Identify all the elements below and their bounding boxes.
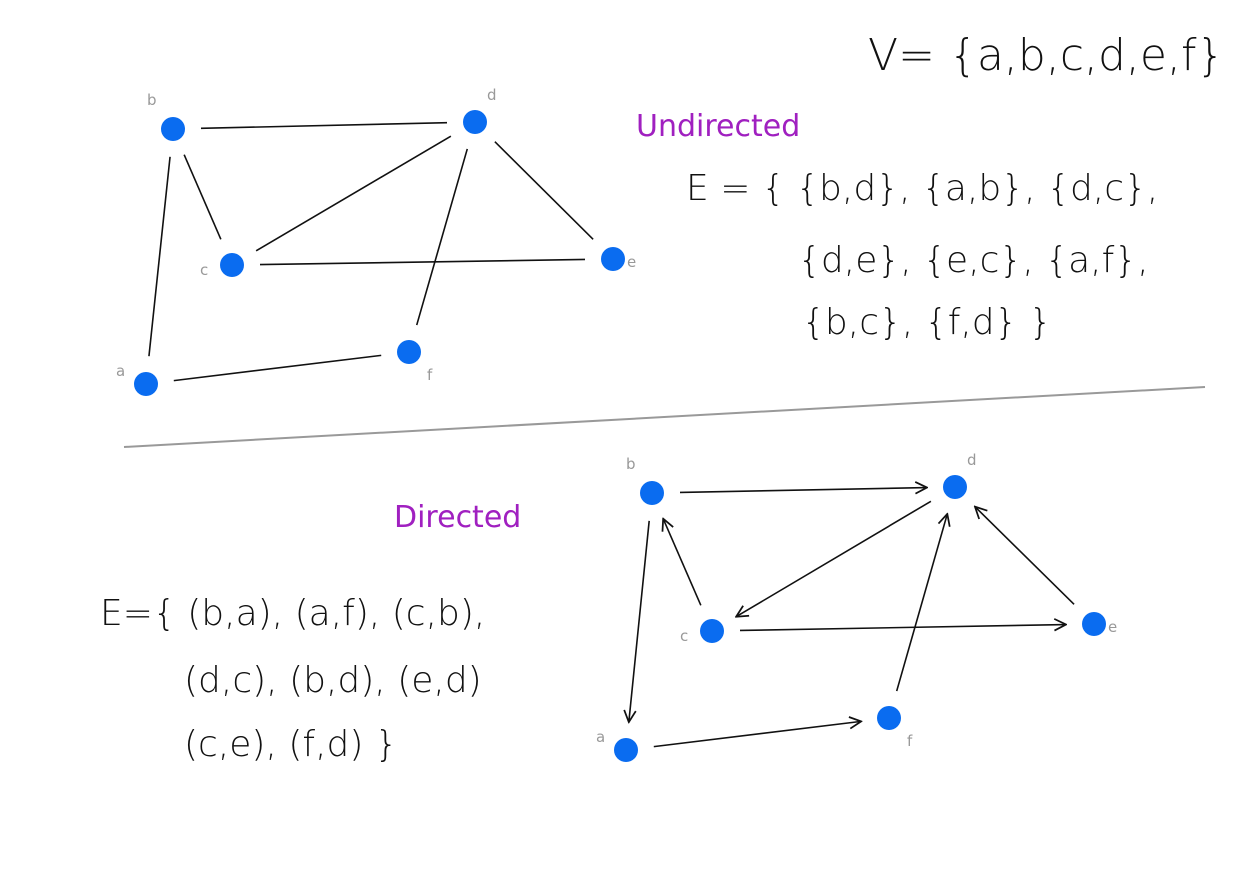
directed-edge-d-c bbox=[736, 500, 932, 616]
undirected-node-c bbox=[220, 253, 244, 277]
undirected-edge-line-2: {d,e}, {e,c}, {a,f}, bbox=[798, 240, 1149, 281]
directed-node-d bbox=[943, 475, 967, 499]
directed-edge-a-f bbox=[653, 721, 861, 748]
undirected-edge-e-c bbox=[259, 258, 586, 266]
directed-node-a bbox=[614, 738, 638, 762]
directed-node-label-f: f bbox=[907, 732, 913, 750]
directed-node-c bbox=[700, 619, 724, 643]
undirected-edge-line-3: {b,c}, {f,d} } bbox=[802, 302, 1052, 343]
directed-node-b bbox=[640, 481, 664, 505]
undirected-edge-d-c bbox=[255, 135, 452, 252]
undirected-node-label-f: f bbox=[427, 366, 433, 384]
directed-graph: b d c e a f bbox=[596, 451, 1117, 762]
undirected-node-label-b: b bbox=[147, 91, 157, 109]
vertex-set: V= {a,b,c,d,e,f} bbox=[868, 30, 1224, 81]
directed-edge-line-1: E={ (b,a), (a,f), (c,b), bbox=[100, 593, 485, 634]
section-divider bbox=[123, 386, 1206, 448]
directed-title: Directed bbox=[394, 500, 521, 535]
directed-node-label-c: c bbox=[680, 627, 688, 645]
directed-node-e bbox=[1082, 612, 1106, 636]
directed-edge-b-d bbox=[679, 488, 927, 493]
directed-edge-line-3: (c,e), (f,d) } bbox=[184, 724, 398, 765]
undirected-node-e bbox=[601, 247, 625, 271]
undirected-node-label-c: c bbox=[200, 261, 208, 279]
undirected-edge-a-b bbox=[148, 156, 171, 357]
undirected-edge-b-c bbox=[183, 154, 222, 240]
directed-edge-e-d bbox=[975, 507, 1075, 605]
undirected-edge-a-f bbox=[173, 354, 382, 382]
directed-edge-c-e bbox=[739, 625, 1066, 631]
directed-node-label-e: e bbox=[1108, 618, 1117, 636]
undirected-node-label-e: e bbox=[627, 253, 636, 271]
directed-node-f bbox=[877, 706, 901, 730]
directed-edge-c-b bbox=[663, 519, 702, 606]
undirected-node-f bbox=[397, 340, 421, 364]
undirected-node-label-a: a bbox=[116, 362, 125, 380]
directed-node-label-a: a bbox=[596, 728, 605, 746]
undirected-edge-d-e bbox=[494, 141, 594, 240]
undirected-node-a bbox=[134, 372, 158, 396]
undirected-node-label-d: d bbox=[487, 86, 497, 104]
directed-edge-f-d bbox=[895, 514, 948, 692]
undirected-edge-f-d bbox=[415, 148, 469, 326]
undirected-node-d bbox=[463, 110, 487, 134]
undirected-graph: b d c e a f bbox=[116, 86, 636, 396]
undirected-node-b bbox=[161, 117, 185, 141]
directed-edge-b-a bbox=[629, 520, 650, 722]
undirected-edge-line-1: E = { {b,d}, {a,b}, {d,c}, bbox=[686, 168, 1158, 209]
undirected-title: Undirected bbox=[636, 109, 800, 144]
undirected-edge-b-d bbox=[200, 121, 448, 130]
directed-node-label-d: d bbox=[967, 451, 977, 469]
directed-node-label-b: b bbox=[626, 455, 636, 473]
directed-edge-line-2: (d,c), (b,d), (e,d) bbox=[184, 660, 482, 701]
